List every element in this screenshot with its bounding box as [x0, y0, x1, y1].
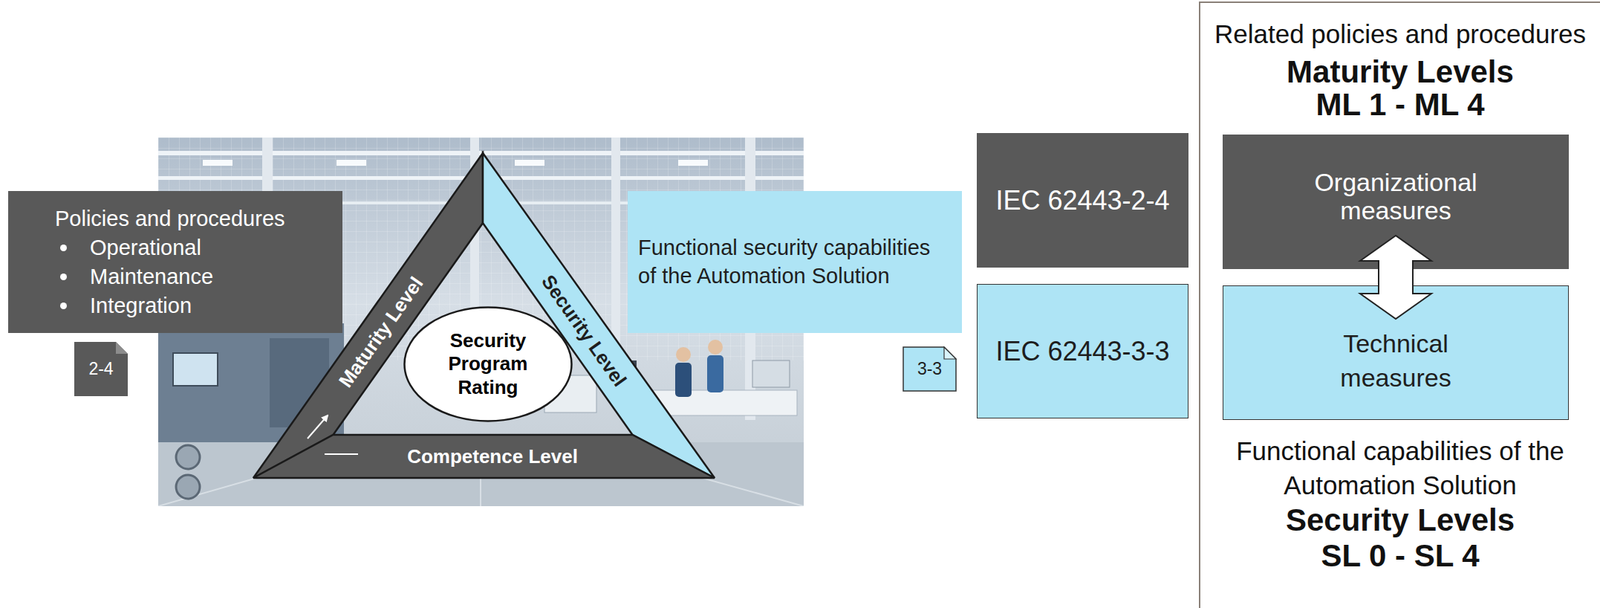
illustration-detail	[707, 339, 723, 355]
list-item: Integration	[89, 291, 343, 321]
tag-body	[74, 341, 128, 396]
triangle-band: Competence Level	[253, 434, 715, 478]
band-outline	[253, 434, 715, 478]
level-heading: Security Levels	[1285, 502, 1515, 538]
rating-ellipse: Security Program Rating	[403, 306, 573, 422]
measure-box: Technical measures	[1222, 285, 1569, 420]
callout-number: 3-3	[917, 359, 942, 379]
illustration-detail	[324, 453, 359, 455]
box-label: IEC 62443-3-3	[995, 335, 1170, 367]
rating-label: Security Program Rating	[436, 329, 541, 399]
band-label: Competence Level	[407, 445, 578, 468]
list-item: Operational	[89, 233, 343, 263]
illustration-detail	[514, 159, 545, 166]
standard-box: IEC 62443-3-3	[976, 283, 1189, 419]
policy-box: Policies and proceduresOperationalMainte…	[8, 190, 343, 333]
box-label: Technical measures	[1299, 326, 1493, 396]
illustration-detail	[707, 355, 724, 393]
illustration-detail	[678, 159, 708, 166]
document-tag: 3-3	[903, 346, 956, 391]
box-heading: Policies and procedures	[54, 204, 343, 234]
capability-box: Functional security capabilities of the …	[627, 190, 962, 333]
illustration-detail	[202, 159, 233, 166]
box-label: Organizational measures	[1299, 168, 1493, 225]
list-item: Maintenance	[89, 262, 343, 292]
tag-fold	[115, 341, 128, 354]
panel-caption: Functional capabilities of the Automatio…	[1221, 433, 1579, 502]
ellipse-outline	[404, 307, 572, 422]
illustration-detail	[336, 159, 367, 166]
level-heading: Maturity Levels	[1286, 54, 1514, 90]
tag-body	[903, 346, 956, 391]
illustration-detail	[173, 352, 218, 386]
illustration-detail	[307, 415, 328, 439]
box-label: Functional security capabilities of the …	[638, 233, 952, 290]
block-arrow	[1360, 235, 1432, 319]
illustration-detail	[675, 362, 692, 397]
standard-box: IEC 62443-2-4	[976, 132, 1189, 268]
illustration-detail	[176, 474, 200, 499]
level-heading: SL 0 - SL 4	[1320, 538, 1479, 573]
illustration-detail	[752, 360, 790, 388]
level-heading: ML 1 - ML 4	[1315, 87, 1485, 122]
illustration-detail	[675, 346, 691, 362]
document-tag: 2-4	[74, 341, 128, 396]
measure-box: Organizational measures	[1222, 134, 1569, 269]
level-panel: Related policies and proceduresMaturity …	[1198, 1, 1600, 608]
box-label: IEC 62443-2-4	[995, 184, 1170, 217]
illustration-detail	[176, 444, 200, 469]
tag-fold	[944, 346, 956, 359]
panel-caption: Related policies and procedures	[1214, 19, 1586, 50]
callout-number: 2-4	[88, 359, 113, 379]
